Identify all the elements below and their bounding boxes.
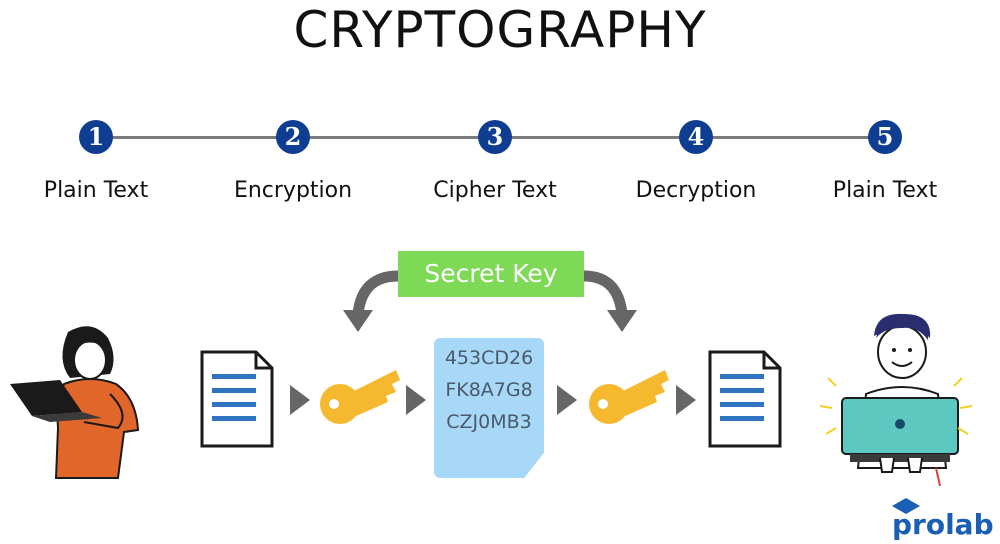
arrow-right-icon bbox=[406, 385, 426, 415]
step-3-label: Cipher Text bbox=[433, 178, 557, 203]
cipher-text-block bbox=[434, 338, 544, 478]
curved-arrow-icon bbox=[343, 270, 399, 332]
key-icon bbox=[320, 370, 400, 424]
step-4-label: Decryption bbox=[635, 178, 757, 203]
page-title: CRYPTOGRAPHY bbox=[293, 1, 707, 59]
key-icon bbox=[589, 370, 669, 424]
cipher-line-3: CZJ0MB3 bbox=[446, 411, 532, 433]
cipher-line-2: FK8A7G8 bbox=[445, 379, 533, 401]
logo-text: prolab bbox=[892, 508, 994, 540]
document-icon bbox=[708, 350, 782, 448]
arrow-right-icon bbox=[557, 385, 577, 415]
secret-key-label: Secret Key bbox=[398, 251, 584, 297]
step-5-badge: 5 bbox=[868, 120, 902, 154]
man-with-laptop-icon bbox=[819, 313, 973, 487]
document-icon bbox=[200, 350, 274, 448]
step-1-badge: 1 bbox=[79, 120, 113, 154]
arrow-right-icon bbox=[676, 385, 696, 415]
step-2-label: Encryption bbox=[233, 178, 353, 203]
woman-with-laptop-icon bbox=[10, 326, 140, 479]
step-2-badge: 2 bbox=[276, 120, 310, 154]
arrow-right-icon bbox=[290, 385, 310, 415]
step-4-badge: 4 bbox=[679, 120, 713, 154]
step-3-badge: 3 bbox=[478, 120, 512, 154]
prolab-logo: prolab bbox=[892, 498, 994, 540]
step-1-label: Plain Text bbox=[43, 178, 149, 203]
cipher-line-1: 453CD26 bbox=[444, 347, 534, 369]
step-5-label: Plain Text bbox=[832, 178, 938, 203]
curved-arrow-icon bbox=[583, 270, 637, 332]
